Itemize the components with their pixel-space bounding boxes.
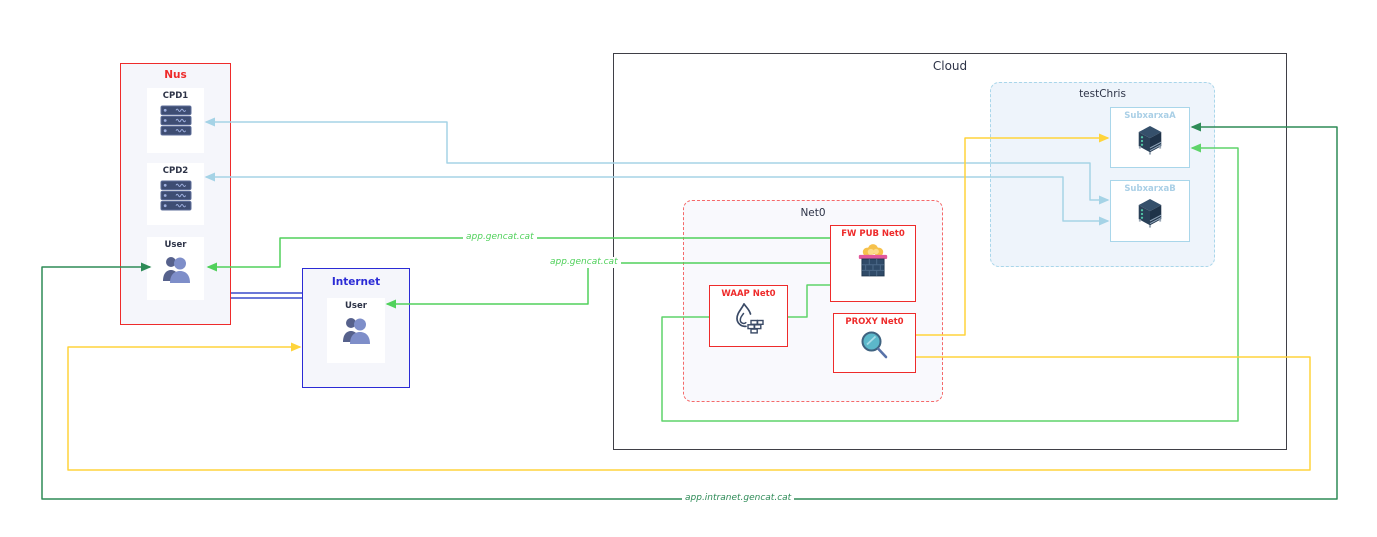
iso-server-icon (1138, 125, 1162, 155)
node-label: SubxarxaB (1124, 184, 1176, 194)
node-label: CPD2 (162, 166, 189, 176)
node-label: WAAP Net0 (721, 289, 776, 299)
nus-title: Nus (164, 69, 187, 81)
cloud-title: Cloud (932, 59, 968, 73)
line-label-app-gencat-nus: app.gencat.cat (463, 232, 537, 243)
server-rack-icon (160, 105, 191, 135)
node-cpd2[interactable]: CPD2 (147, 163, 204, 225)
connector-proxy-subxarxaa[interactable] (916, 133, 1110, 336)
testchris-title: testChris (1079, 88, 1126, 100)
net0-title: Net0 (800, 207, 826, 219)
line-label-app-intranet-gencat: app.intranet.gencat.cat (682, 493, 795, 504)
internet-title: Internet (331, 276, 381, 288)
node-label: PROXY Net0 (845, 317, 904, 327)
node-label: User (345, 301, 367, 311)
node-waap-net0[interactable]: WAAP Net0 (709, 285, 788, 347)
users-icon (343, 317, 370, 344)
node-fw-pub-net0[interactable]: FW PUB Net0 (830, 225, 916, 302)
connector-proxy-internet[interactable] (67, 342, 1311, 471)
node-label: CPD1 (162, 91, 189, 101)
magnifier-icon (861, 331, 887, 358)
node-proxy-net0[interactable]: PROXY Net0 (833, 313, 916, 373)
firewall-icon (858, 243, 888, 276)
node-label: SubxarxaA (1124, 111, 1176, 121)
connector-fwpub-waap[interactable] (788, 284, 830, 318)
waap-flame-wall-icon (735, 302, 764, 334)
node-subxarxa-b[interactable]: SubxarxaB (1110, 180, 1190, 242)
iso-server-icon (1138, 198, 1162, 228)
node-label: User (164, 240, 187, 250)
node-user-internet[interactable]: User (327, 298, 385, 363)
line-label-app-gencat-internet: app.gencat.cat (547, 257, 621, 268)
node-cpd1[interactable]: CPD1 (147, 88, 204, 153)
node-user-nus[interactable]: User (147, 237, 204, 300)
node-subxarxa-a[interactable]: SubxarxaA (1110, 107, 1190, 168)
node-label: FW PUB Net0 (841, 229, 905, 239)
connector-waap-subxarxaa[interactable] (661, 143, 1239, 422)
users-icon (162, 256, 190, 283)
server-rack-icon (160, 180, 191, 210)
